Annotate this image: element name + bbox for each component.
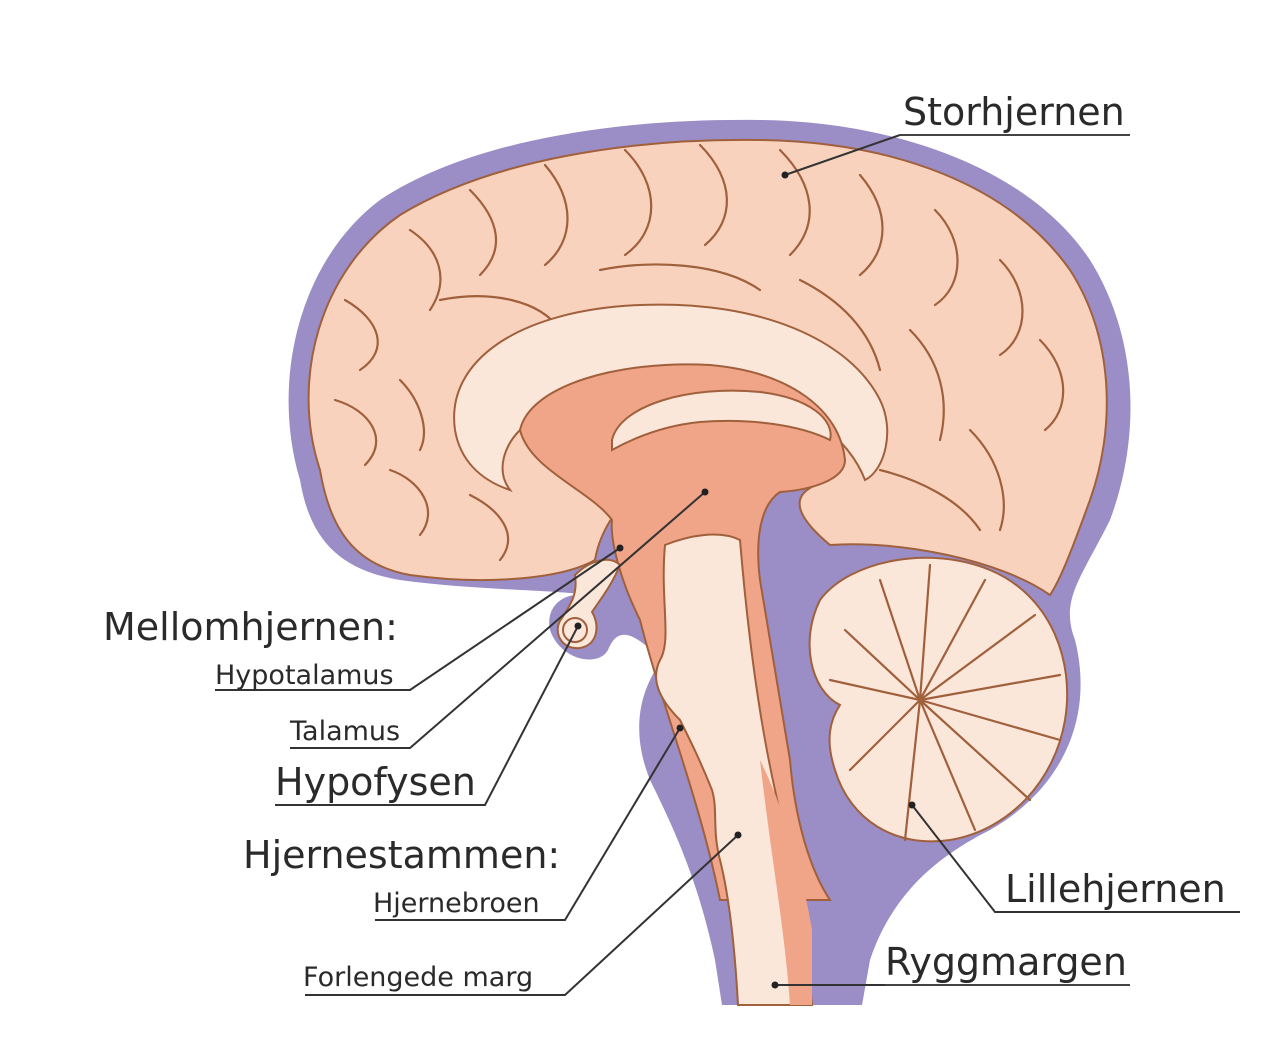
spinal-cord <box>760 760 812 1005</box>
label-hjernebroen: Hjernebroen <box>373 888 540 919</box>
label-storhjernen: Storhjernen <box>903 90 1125 134</box>
label-ryggmargen: Ryggmargen <box>885 940 1127 984</box>
label-hypotalamus: Hypotalamus <box>215 660 394 691</box>
leader-lines <box>215 134 1240 996</box>
label-lillehjernen: Lillehjernen <box>1005 867 1226 911</box>
label-mellomhjernen: Mellomhjernen: <box>103 605 398 649</box>
label-hypofysen: Hypofysen <box>275 760 476 804</box>
label-hjernestammen: Hjernestammen: <box>243 833 560 877</box>
brainstem <box>655 533 814 1006</box>
label-talamus: Talamus <box>289 716 400 747</box>
cerebellum <box>808 556 1069 843</box>
label-forlengede-marg: Forlengede marg <box>303 962 533 993</box>
corpus-callosum <box>453 303 889 492</box>
fornix <box>611 389 832 452</box>
cortex-folds <box>333 143 1065 562</box>
